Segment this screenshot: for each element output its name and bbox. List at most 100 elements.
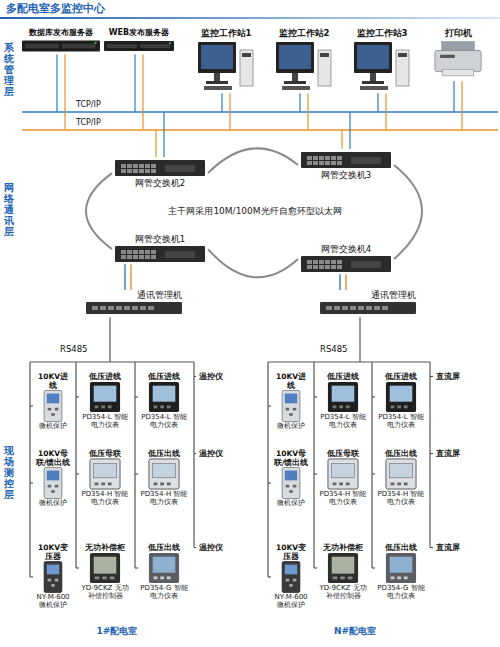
switch-icon: [298, 150, 394, 170]
device-caption: NY-M-600 微机保护: [34, 593, 72, 610]
tcpip-drop: [56, 55, 57, 112]
pc-tower: [240, 50, 253, 86]
rs485-drop: [313, 362, 314, 568]
tcpip-drop: [221, 93, 222, 112]
ctrl-icon: [80, 552, 130, 584]
comm-manager-symbol: [86, 300, 182, 316]
rs485-drop: [371, 362, 372, 568]
server-bay: [62, 43, 95, 47]
monitor-icon: [194, 38, 258, 92]
relay-key: [51, 413, 55, 416]
switch-body: [115, 246, 205, 262]
device-label: 打印机: [428, 28, 488, 38]
feeder-heading: 无功补偿柜: [80, 543, 130, 552]
meter-key: [404, 576, 408, 579]
meter-key: [391, 482, 395, 485]
device-caption: 微机保护: [272, 422, 310, 430]
device-caption: PD354-G 智能电力仪表: [139, 584, 189, 601]
ring-link: [394, 165, 422, 259]
feeder-heading: 无功补偿柜: [318, 543, 368, 552]
meter-key: [346, 405, 350, 408]
tcpip-drop: [349, 112, 350, 149]
comm-label: 通讯管理机: [86, 290, 182, 300]
switch-icon: [112, 158, 208, 178]
bus-label: RS485: [60, 344, 88, 354]
field-device: 低压进线PD354-L 智能电力仪表: [80, 372, 130, 430]
feeder-heading: 直流屏: [436, 543, 460, 552]
field-device: 10KV变压器 NY-M-600 微机保护: [272, 543, 310, 610]
keyboard: [282, 86, 310, 90]
meter-key: [167, 482, 171, 485]
workstation-box: 监控工作站2: [272, 28, 336, 92]
meter-symbol: [80, 458, 130, 490]
relay-body: [44, 467, 62, 498]
server-body: [22, 40, 100, 51]
monitor-base: [284, 81, 306, 84]
meter-symbol: [139, 381, 189, 413]
meter-screen: [390, 557, 413, 573]
relay2-icon: [272, 561, 310, 593]
meter-screen: [153, 386, 176, 402]
relay-symbol: [34, 467, 72, 499]
server-symbol: [104, 38, 174, 54]
meter2-icon: [139, 458, 189, 490]
rs485-drop: [193, 362, 194, 548]
keyboard: [360, 86, 388, 90]
device-caption: NY-M-600 微机保护: [272, 593, 310, 610]
rs485-bus: [359, 317, 360, 362]
server-icon: [104, 38, 174, 54]
bus-label: TCP/IP: [76, 118, 101, 128]
meter-icon: [80, 381, 130, 413]
field-device: 10KV母联/馈出线微机保护: [272, 449, 310, 507]
printer-box: 打印机: [428, 28, 488, 80]
meter-symbol: [139, 458, 189, 490]
tcpip-drop: [461, 81, 462, 130]
switch-ports: [121, 250, 156, 259]
field-device: 低压母联PD354-H 智能电力仪表: [318, 449, 368, 507]
relay-body: [44, 390, 62, 421]
switch-icon: [298, 254, 394, 274]
field-device: 无功补偿柜YD-9CKZ 无功补偿控制器: [80, 543, 130, 601]
monitor-icon: [272, 38, 336, 92]
comm-manager-box: 通讯管理机: [320, 290, 416, 316]
meter-bezel: [386, 382, 416, 412]
tcpip-drop: [163, 112, 164, 157]
feeder-heading: 直流屏: [436, 449, 460, 458]
workstation-box: 监控工作站3: [350, 28, 414, 92]
controller-bezel: [328, 553, 358, 583]
meter-key: [397, 576, 401, 579]
workstation-box: 监控工作站1: [194, 28, 258, 92]
field-device: 低压出线PD354-H 智能电力仪表: [139, 449, 189, 507]
controller-symbol: [80, 552, 130, 584]
switch-box: 网管交换机4: [298, 244, 394, 274]
controller-key: [95, 576, 100, 579]
meter-bezel: [149, 553, 179, 583]
meter-key: [391, 576, 395, 579]
server-led: [169, 42, 171, 44]
printer-icon: [428, 38, 488, 80]
monitor-screen: [357, 45, 389, 69]
meter-symbol: [376, 552, 426, 584]
controller-screen: [332, 557, 355, 574]
comm-ports: [92, 306, 154, 310]
meter-symbol: [318, 458, 368, 490]
relay-key: [293, 408, 297, 411]
pc-drive: [242, 53, 251, 57]
controller-key: [102, 576, 107, 579]
relay-body: [44, 561, 62, 592]
meter-key: [339, 405, 343, 408]
meter-key: [397, 482, 401, 485]
server-led: [95, 41, 97, 43]
meter-key: [404, 405, 408, 408]
pc-drive: [398, 53, 407, 57]
meter-symbol: [80, 381, 130, 413]
printer-symbol: [428, 38, 488, 80]
switch-label: 网管交换机4: [298, 244, 394, 254]
controller-screen: [94, 557, 117, 574]
relay-key: [48, 485, 52, 488]
field-device: 低压进线PD354-L 智能电力仪表: [139, 372, 189, 430]
feeder-heading: 10KV变压器: [272, 543, 310, 561]
switch-ports: [307, 156, 342, 165]
relay-key: [289, 490, 293, 493]
server-box: 数据库发布服务器: [22, 28, 100, 54]
